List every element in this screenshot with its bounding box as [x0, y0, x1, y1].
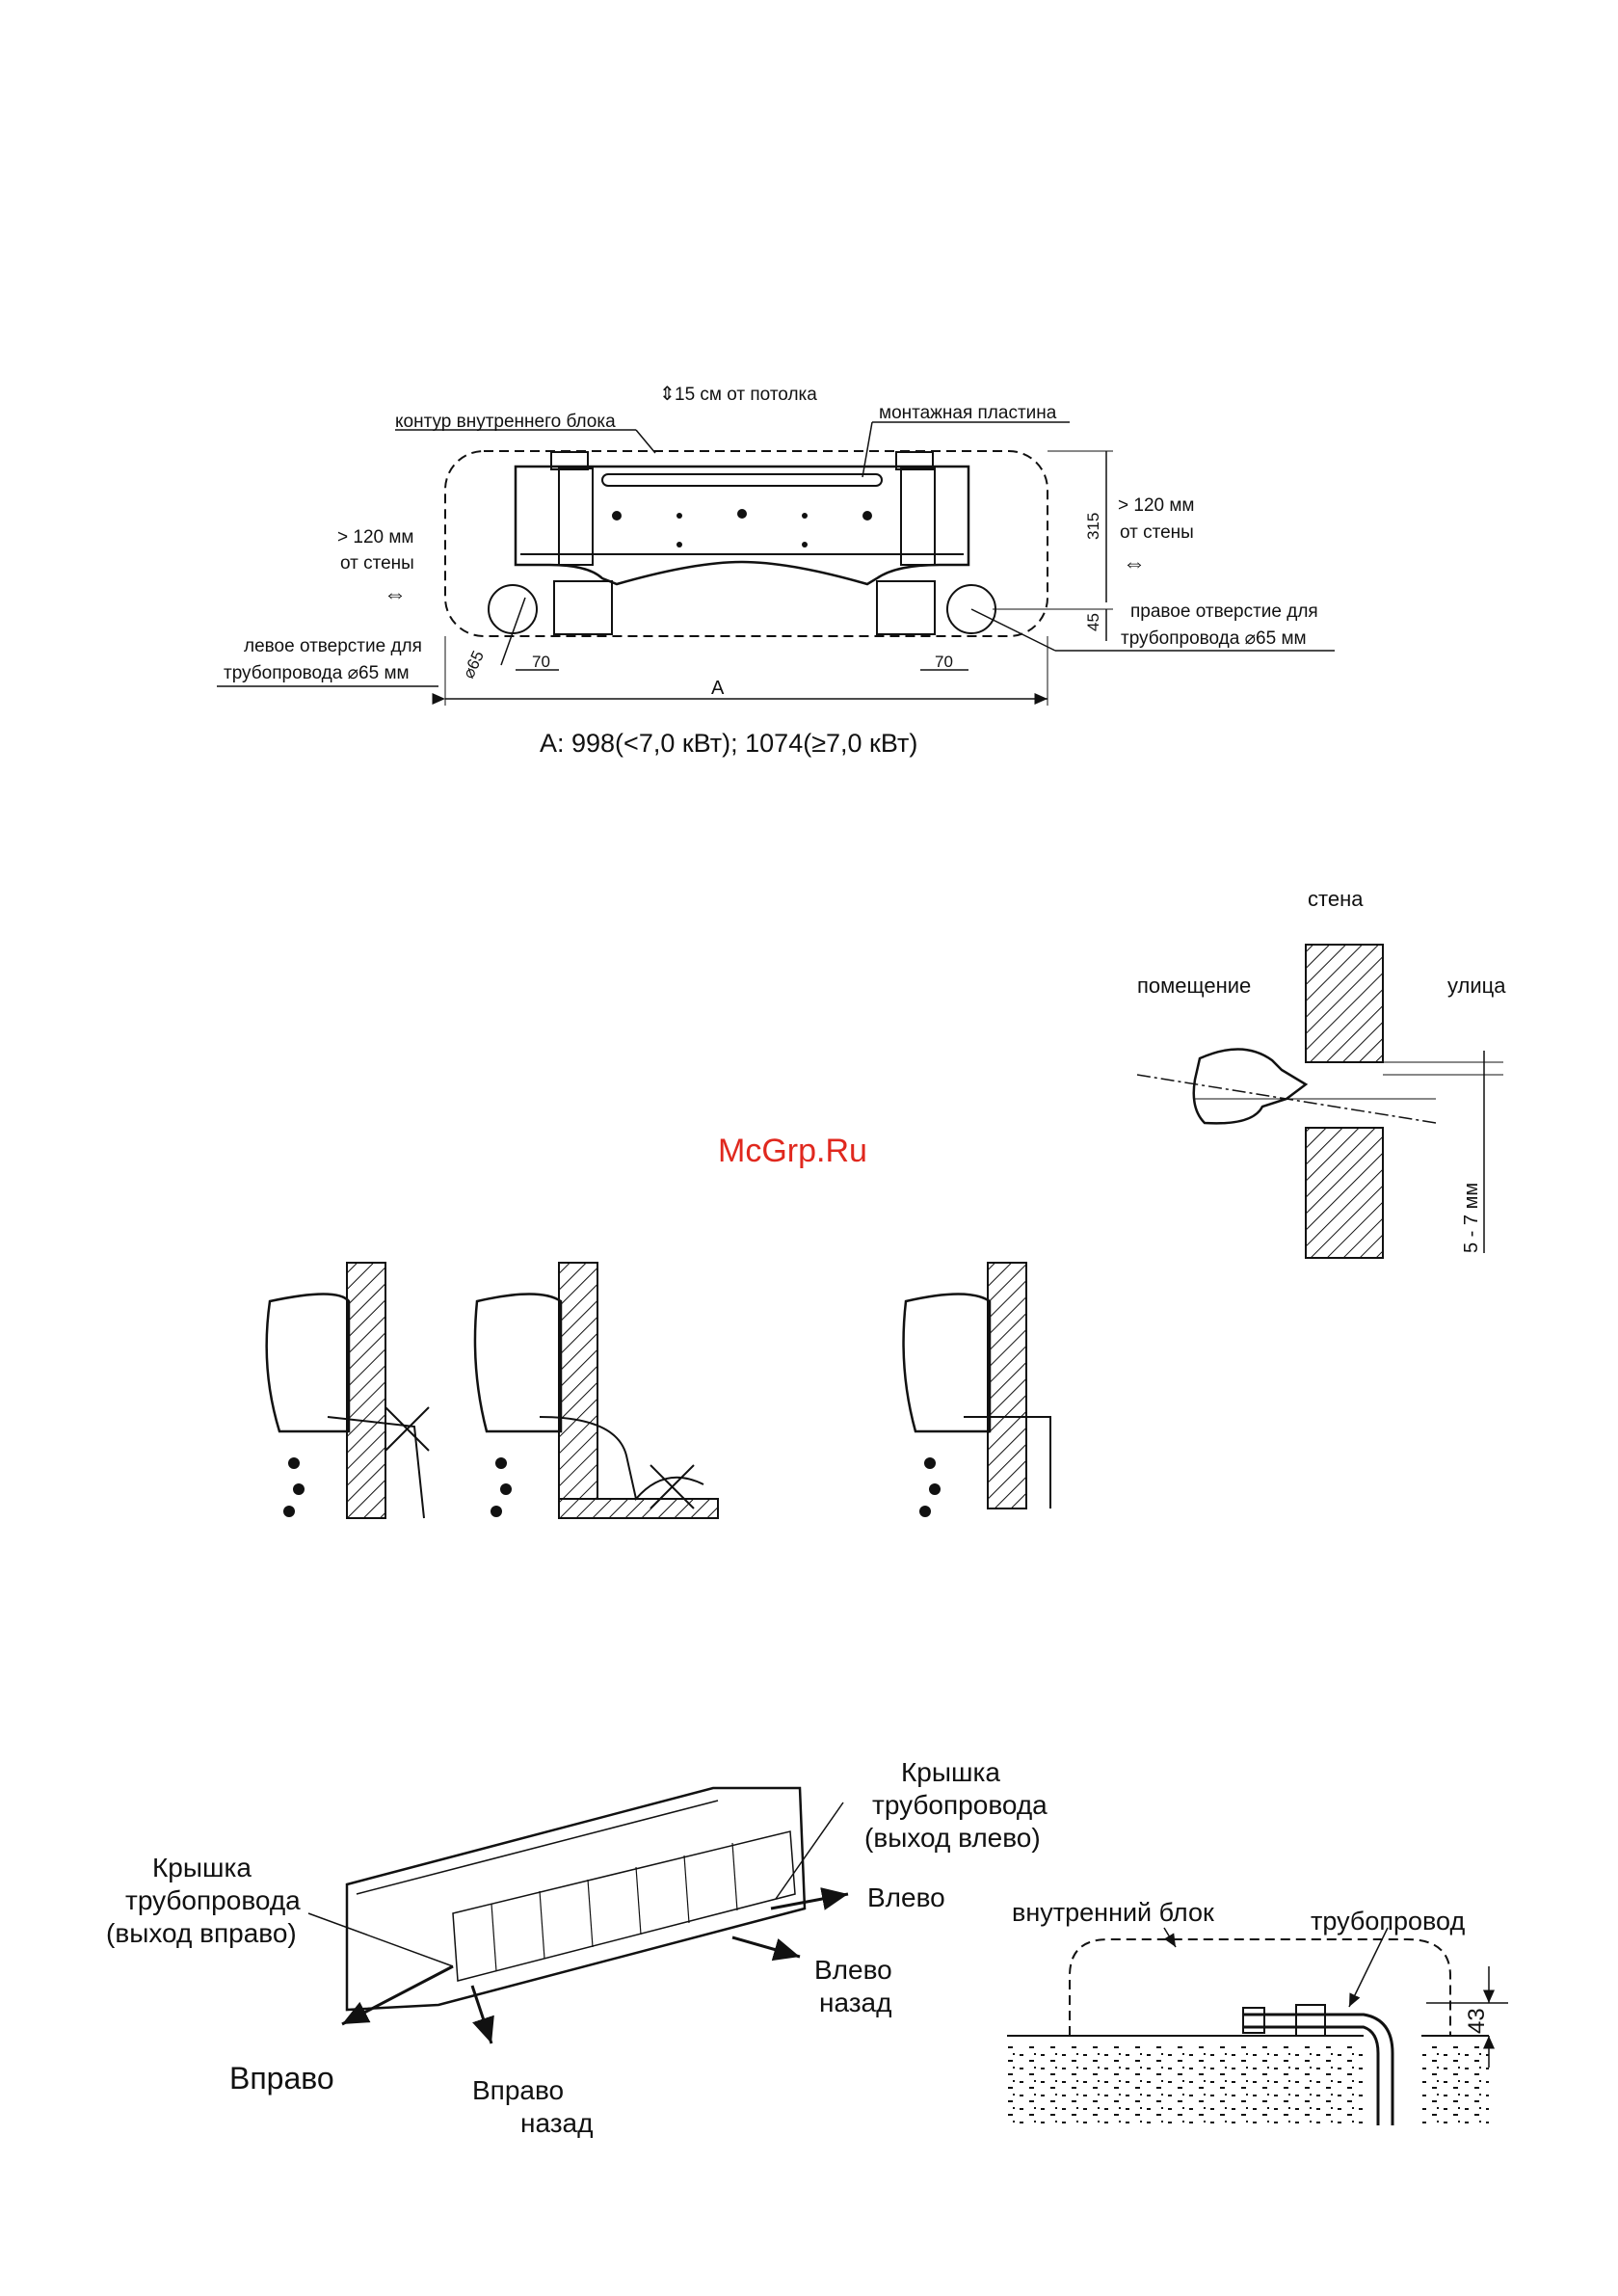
horizontal-double-arrow-icon: ⇔: [1123, 550, 1146, 576]
right-hole-line2: трубопровода ⌀65 мм: [1121, 628, 1307, 649]
right-back-line2: назад: [520, 2108, 593, 2138]
wall-hole-diagram: стена помещение улица 5 - 7 мм: [1136, 887, 1506, 1259]
left-label: Влево: [867, 1882, 945, 1912]
right-hole-line1: правое отверстие для: [1130, 601, 1318, 622]
pipe-height-diagram: внутренний блок трубопровод 43: [1007, 1898, 1508, 2125]
cover-left-line1: Крышка: [901, 1757, 1000, 1787]
left-back-line2: назад: [819, 1988, 891, 2017]
indoor-unit-outline: [444, 450, 1048, 637]
dim-hole: 45: [1084, 613, 1102, 631]
unit-outline-label: контур внутреннего блока: [395, 412, 616, 432]
indoor-unit-label: внутренний блок: [1012, 1898, 1214, 1927]
left-clearance-line2: от стены: [340, 553, 414, 574]
wall-label: стена: [1308, 887, 1364, 911]
slope-label: 5 - 7 мм: [1461, 1183, 1482, 1253]
drain-illustrations: [265, 1262, 1051, 1519]
drill-icon: [1192, 1048, 1309, 1125]
pipeline-label: трубопровод: [1311, 1907, 1465, 1936]
caption: A: 998(<7,0 кВт); 1074(≥7,0 кВт): [540, 729, 917, 758]
wall-ground: [1007, 2043, 1364, 2125]
left-hole-line1: левое отверстие для: [244, 636, 422, 656]
cover-right-line3: (выход вправо): [106, 1918, 297, 1948]
cover-left-line2: трубопровода: [872, 1790, 1048, 1820]
ceiling-note: 15 см от потолка: [675, 385, 817, 405]
left-pipe-hole: [488, 584, 538, 634]
room-label: помещение: [1137, 974, 1251, 998]
drain-case-3: [902, 1262, 1051, 1517]
drain-case-1: [265, 1262, 430, 1519]
pipe: [1243, 2013, 1394, 2125]
right-label: Вправо: [229, 2061, 334, 2096]
cover-right-line2: трубопровода: [125, 1885, 301, 1915]
right-back-line1: Вправо: [472, 2075, 564, 2105]
plate-label: монтажная пластина: [879, 403, 1057, 423]
dim-right: 70: [935, 653, 953, 671]
left-clearance-line1: > 120 мм: [337, 527, 413, 547]
dim-height: 315: [1084, 513, 1102, 540]
left-back-line1: Влево: [814, 1955, 892, 1985]
cover-left-line3: (выход влево): [864, 1823, 1041, 1853]
piping-directions-diagram: Крышка трубопровода (выход влево) Крышка…: [106, 1757, 1048, 2138]
right-clearance-line1: > 120 мм: [1118, 495, 1194, 516]
wall-upper: [1305, 944, 1384, 1063]
cover-right-line1: Крышка: [152, 1853, 252, 1882]
right-clearance-line2: от стены: [1120, 522, 1194, 543]
watermark: McGrp.Ru: [718, 1133, 867, 1169]
pipe-height-dim: 43: [1464, 2008, 1490, 2034]
horizontal-double-arrow-icon: ⇔: [384, 581, 407, 607]
indoor-unit-outline-dashed: [1069, 1938, 1451, 2036]
drain-case-2: [473, 1262, 719, 1519]
vertical-double-arrow-icon: ⇕: [659, 384, 676, 405]
mounting-plate-diagram: 15 см от потолка ⇕ контур внутреннего бл…: [217, 384, 1335, 758]
street-label: улица: [1447, 974, 1506, 998]
mounting-plate: [514, 465, 970, 586]
dim-diameter: ⌀65: [459, 648, 488, 681]
wall-lower: [1305, 1127, 1384, 1259]
left-hole-line2: трубопровода ⌀65 мм: [224, 663, 410, 683]
dim-width: A: [711, 678, 725, 699]
dim-left: 70: [532, 653, 550, 671]
